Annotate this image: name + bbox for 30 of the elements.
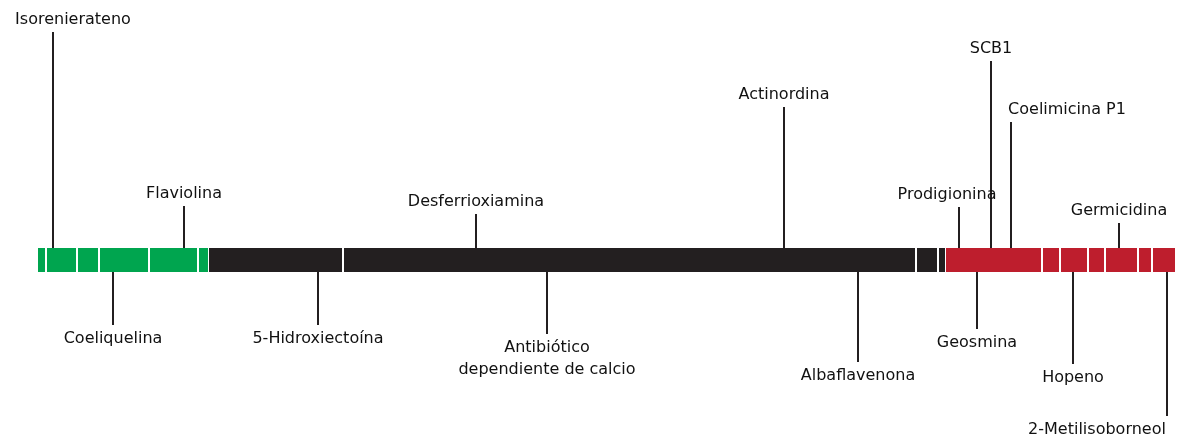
leader-line <box>52 31 54 249</box>
gene-cluster-label: Desferrioxiamina <box>407 190 545 212</box>
gene-cluster-label: Albaflavenona <box>800 364 916 386</box>
gene-cluster-label: Antibiótico dependiente de calcio <box>452 336 642 380</box>
leader-line <box>475 213 477 249</box>
leader-line <box>1166 271 1168 417</box>
gene-cluster-label: Coelimicina P1 <box>1008 98 1126 120</box>
gene-cluster-label: Hopeno <box>1042 366 1104 388</box>
leader-line <box>1072 271 1074 365</box>
leader-line <box>1118 222 1120 249</box>
gene-cluster-label: Actinordina <box>738 83 830 105</box>
gene-cluster-label: Germicidina <box>1070 199 1168 221</box>
leader-line <box>976 271 978 330</box>
gene-cluster-label: Geosmina <box>936 331 1018 353</box>
leader-line <box>317 271 319 326</box>
leader-line <box>857 271 859 363</box>
gene-cluster-label: SCB1 <box>969 37 1013 59</box>
leader-line <box>546 271 548 335</box>
gene-cluster-label: 5-Hidroxiectoína <box>252 327 384 349</box>
gene-cluster-label: Flaviolina <box>146 182 222 204</box>
leader-line <box>112 271 114 326</box>
gene-cluster-label: Coeliquelina <box>63 327 163 349</box>
gene-cluster-label: 2-Metilisoborneol <box>1028 418 1166 437</box>
leader-line <box>1010 121 1012 249</box>
gene-cluster-label: Isorenierateno <box>15 8 131 30</box>
leader-line <box>783 106 785 249</box>
leader-line <box>990 60 992 249</box>
leader-line <box>183 205 185 249</box>
leader-line <box>958 206 960 249</box>
genome-bar-drawing <box>38 248 1175 272</box>
